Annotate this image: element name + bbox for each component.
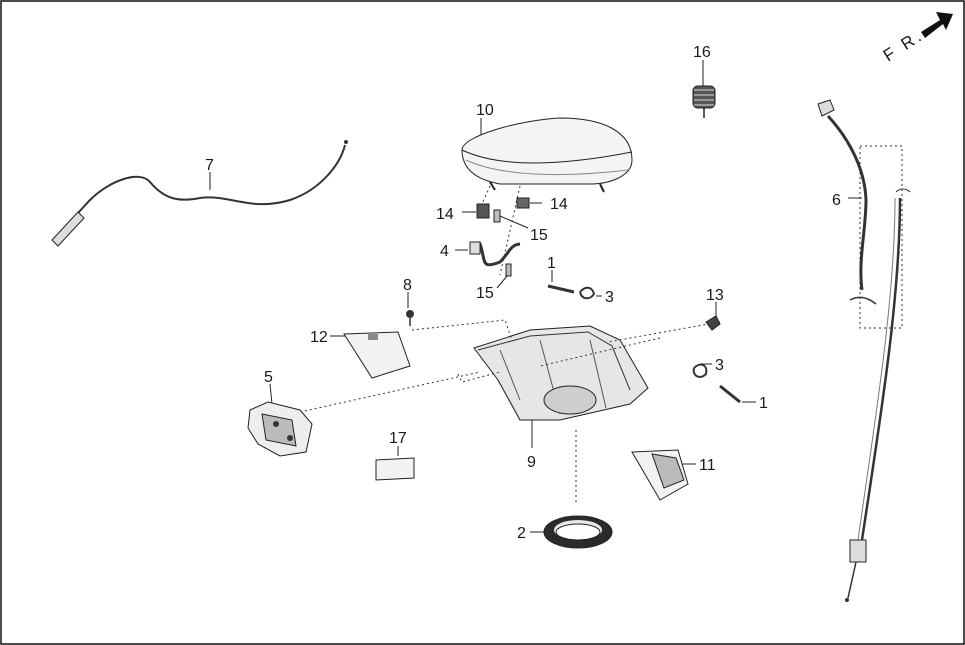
callout-6: 6 (832, 192, 841, 209)
part-14-clip-right (516, 197, 530, 209)
part-1-pin-lower (719, 384, 756, 404)
callout-8: 8 (403, 277, 412, 294)
part-11-tray-insert (631, 449, 696, 501)
part-9-storage-box (473, 325, 649, 448)
callout-12: 12 (310, 329, 328, 346)
callout-10: 10 (476, 102, 494, 119)
part-15-screw-lower (496, 263, 512, 289)
part-4-latch-rod (455, 241, 521, 267)
callout-1-upper: 1 (547, 255, 556, 272)
callout-17: 17 (389, 430, 407, 447)
callout-13: 13 (706, 287, 724, 304)
callout-4: 4 (440, 243, 449, 260)
callout-5: 5 (264, 369, 273, 386)
part-13-grommet (705, 302, 721, 331)
callout-7: 7 (205, 157, 214, 174)
callout-3-upper: 3 (605, 289, 614, 306)
part-12-cover-lid (330, 331, 411, 379)
callout-15-upper: 15 (530, 227, 548, 244)
part-1-pin-upper (547, 270, 575, 294)
callout-3-lower: 3 (715, 357, 724, 374)
part-3-spring-lower (692, 363, 712, 378)
part-15-screw-upper (493, 209, 529, 229)
part-7-cable (51, 140, 348, 247)
callout-2: 2 (517, 525, 526, 542)
callout-14-right: 14 (550, 196, 568, 213)
callout-1-lower: 1 (759, 395, 768, 412)
part-8-knob (406, 292, 414, 326)
part-2-ring-seal (530, 515, 613, 549)
part-16-coil-spring (692, 60, 716, 118)
part-3-spring-upper (579, 286, 602, 300)
callout-9: 9 (527, 454, 536, 471)
callout-14-left: 14 (436, 206, 454, 223)
part-17-label (375, 446, 415, 481)
part-6-cable (817, 99, 911, 602)
forward-direction-indicator: F R. (880, 12, 953, 65)
callout-15-lower: 15 (476, 285, 494, 302)
callout-labels: 16 10 7 6 14 14 15 4 1 15 3 8 13 12 3 5 … (205, 44, 841, 542)
part-10-seat (461, 117, 633, 193)
callout-11: 11 (699, 457, 716, 474)
fr-label: F R. (880, 25, 927, 65)
part-14-clip-left (476, 203, 490, 219)
forward-arrow-icon (921, 12, 953, 38)
callout-16: 16 (693, 44, 711, 61)
part-5-seat-latch (247, 383, 313, 457)
